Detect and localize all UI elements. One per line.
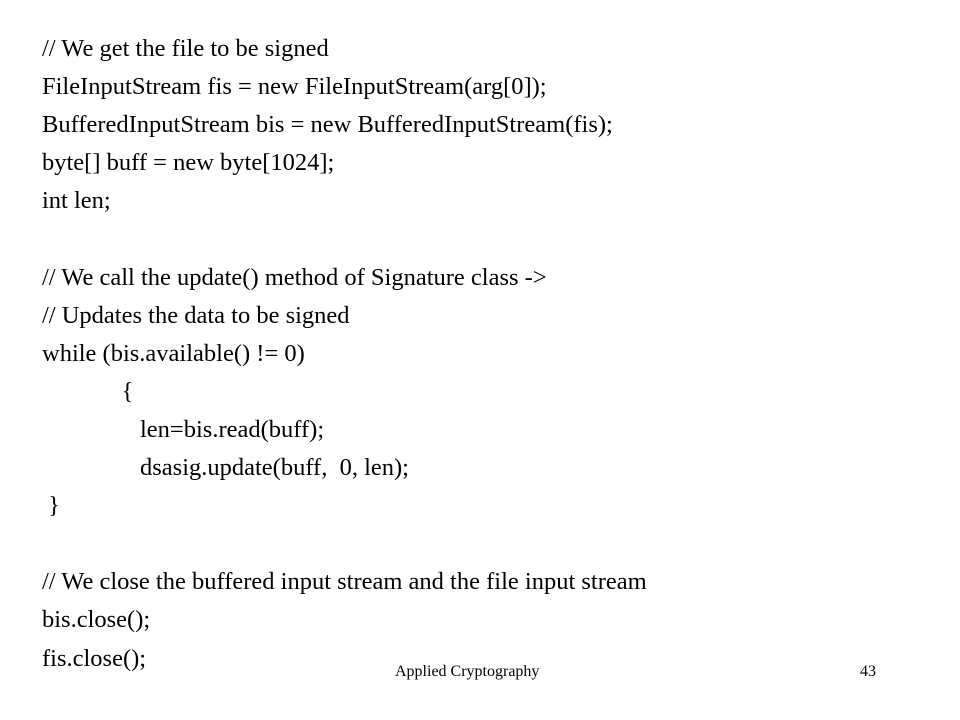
code-line-8: // Updates the data to be signed <box>42 301 350 329</box>
code-line-13: } <box>42 492 60 520</box>
code-line-12: dsasig.update(buff, 0, len); <box>42 454 409 482</box>
code-line-2: FileInputStream fis = new FileInputStrea… <box>42 73 547 101</box>
code-line-15: // We close the buffered input stream an… <box>42 568 647 596</box>
code-line-11: len=bis.read(buff); <box>42 415 325 443</box>
code-line-17: fis.close(); <box>42 644 147 672</box>
code-block: // We get the file to be signed FileInpu… <box>42 30 922 678</box>
code-line-7: // We call the update() method of Signat… <box>42 263 547 291</box>
code-line-14 <box>42 525 922 563</box>
code-line-1: // We get the file to be signed <box>42 35 329 62</box>
code-line-5: int len; <box>42 187 111 215</box>
code-line-3: BufferedInputStream bis = new BufferedIn… <box>42 111 613 139</box>
code-line-4: byte[] buff = new byte[1024]; <box>42 149 335 177</box>
footer-title: Applied Cryptography <box>395 663 540 680</box>
code-line-16: bis.close(); <box>42 606 151 634</box>
code-line-6 <box>42 220 922 258</box>
page-number: 43 <box>860 663 876 680</box>
code-line-9: while (bis.available() != 0) <box>42 339 305 367</box>
code-line-10: { <box>42 377 134 405</box>
